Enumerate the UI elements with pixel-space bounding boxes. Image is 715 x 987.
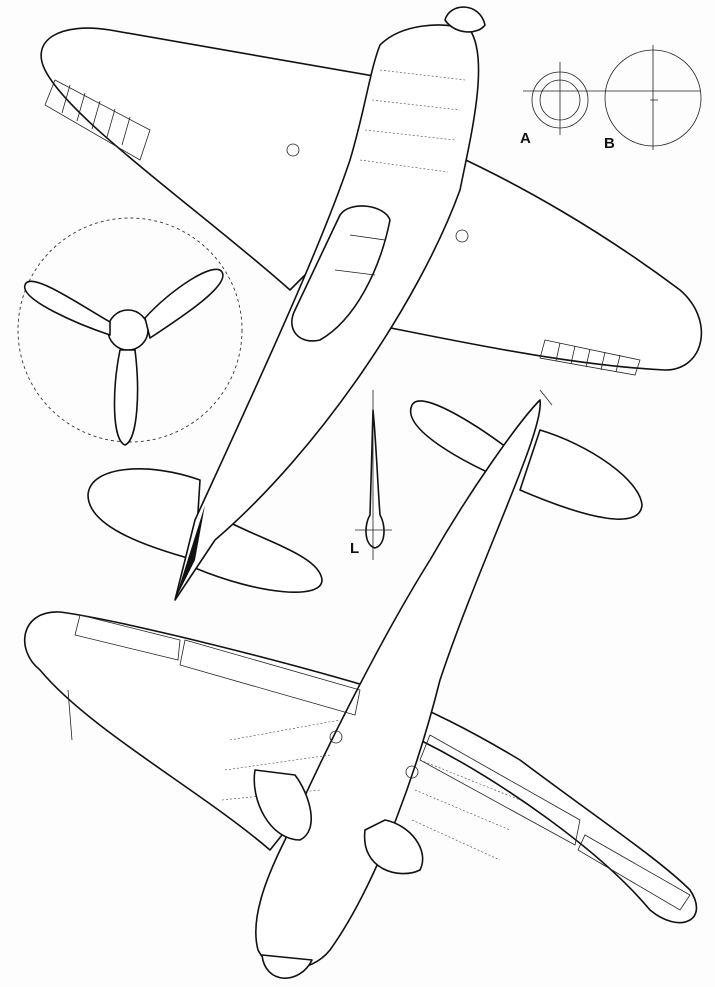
upper-aileron-right (539, 339, 641, 376)
upper-aileron-left (44, 79, 151, 161)
label-detail-a: A (520, 130, 531, 147)
upper-left-tailplane (87, 468, 201, 561)
detail-l-drawing (355, 390, 392, 560)
lower-left-gear-fairing (253, 769, 312, 841)
detail-b-drawing (604, 45, 702, 150)
upper-right-tailplane (194, 514, 323, 593)
lower-left-tailplane (409, 400, 511, 481)
propeller-view (17, 217, 243, 446)
upper-aircraft (40, 6, 703, 601)
lower-fuselage (255, 399, 542, 970)
label-detail-l: L (350, 540, 360, 557)
lower-right-gear-fairing (363, 819, 424, 875)
lower-aircraft (24, 389, 698, 979)
detail-a-drawing (523, 62, 700, 135)
upper-left-wing (40, 27, 386, 291)
upper-canopy (291, 205, 391, 342)
lower-right-tailplane (519, 429, 643, 520)
upper-spinner (444, 6, 486, 33)
label-detail-b: B (604, 135, 615, 152)
lower-spinner (261, 954, 313, 979)
